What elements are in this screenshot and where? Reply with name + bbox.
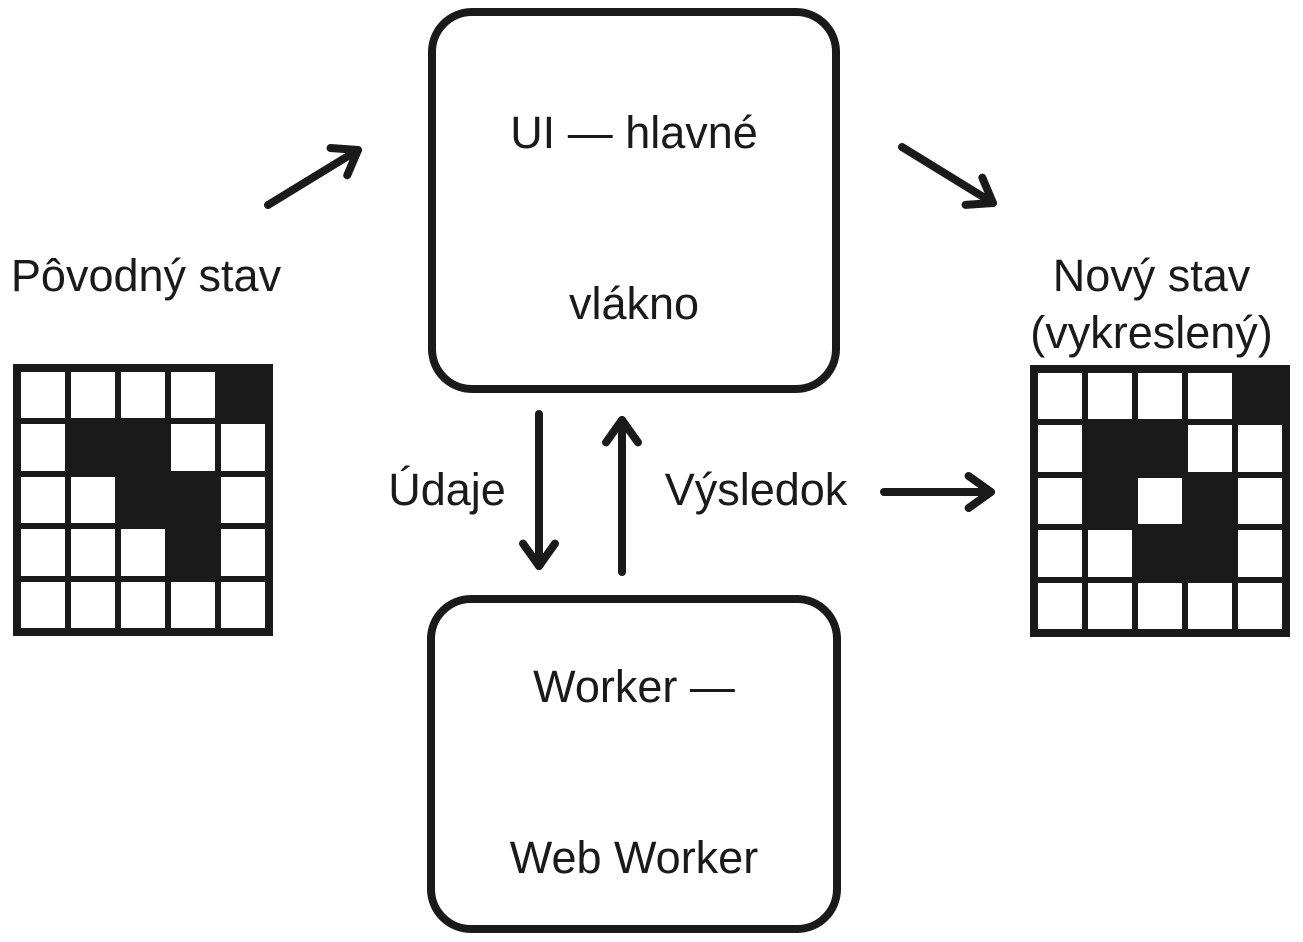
ui-node-title-line2: vlákno [568,277,700,329]
ui-node-title-line1: UI — hlavné [510,106,758,158]
grid-cell-empty [1038,477,1082,525]
grid-cell-empty [1238,582,1282,629]
grid-cell-empty [21,529,65,576]
original-state-label: Pôvodný stav [10,250,282,301]
original-state-grid [13,364,273,636]
grid-cell-empty [1138,373,1182,420]
new-state-label-line1: Nový stav [1052,250,1251,301]
grid-cell-empty [1038,582,1082,629]
grid-cell-empty [21,372,65,419]
grid-cell-filled [1088,477,1132,525]
grid-cell-empty [1188,582,1232,629]
grid-cell-empty [1188,373,1232,420]
grid-cell-empty [1088,582,1132,629]
grid-cell-empty [1088,530,1132,577]
ui-node-title: UI — hlavné vlákno [510,0,758,446]
grid-cell-empty [221,529,265,576]
grid-cell-empty [221,476,265,524]
worker-node-title-line2: Web Worker [509,832,759,883]
grid-cell-empty [121,529,165,576]
grid-cell-filled [121,476,165,524]
grid-cell-empty [71,372,115,419]
output-arrow [898,143,997,209]
grid-cell-empty [121,372,165,419]
grid-cell-empty [171,581,215,628]
web-worker-node: Worker — Web Worker [427,595,841,933]
grid-cell-empty [21,476,65,524]
grid-cell-empty [1238,477,1282,525]
input-arrow [264,144,362,209]
grid-cell-filled [171,476,215,524]
grid-cell-filled [1088,425,1132,472]
grid-cell-empty [1038,373,1082,420]
grid-cell-filled [71,424,115,471]
grid-cell-filled [171,529,215,576]
new-state-label: Nový stav (vykreslený) [1000,247,1303,361]
grid-cell-empty [1038,425,1082,472]
grid-cell-filled [221,372,265,419]
grid-cell-empty [1238,530,1282,577]
grid-cell-empty [221,581,265,628]
grid-cell-filled [1188,530,1232,577]
grid-cell-empty [21,424,65,471]
grid-cell-empty [221,424,265,471]
grid-cell-empty [1138,477,1182,525]
grid-cell-filled [1138,425,1182,472]
data-arrow-label: Údaje [388,464,506,515]
grid-cell-filled [121,424,165,471]
grid-cell-empty [1038,530,1082,577]
grid-cell-empty [121,581,165,628]
grid-cell-empty [71,581,115,628]
worker-node-title: Worker — Web Worker [510,544,758,942]
result-arrow-label: Výsledok [664,464,848,515]
grid-cell-empty [1138,582,1182,629]
grid-cell-empty [71,476,115,524]
new-state-label-line2: (vykreslený) [1030,307,1273,358]
ui-main-thread-node: UI — hlavné vlákno [428,8,840,393]
grid-cell-empty [71,529,115,576]
grid-cell-filled [1138,530,1182,577]
grid-cell-empty [1238,425,1282,472]
grid-cell-filled [1188,477,1232,525]
grid-cell-empty [21,581,65,628]
grid-cell-empty [1188,425,1232,472]
grid-cell-empty [171,372,215,419]
new-state-grid [1030,365,1290,637]
grid-cell-empty [171,424,215,471]
grid-cell-filled [1238,373,1282,420]
grid-cell-empty [1088,373,1132,420]
worker-node-title-line1: Worker — [533,661,735,712]
